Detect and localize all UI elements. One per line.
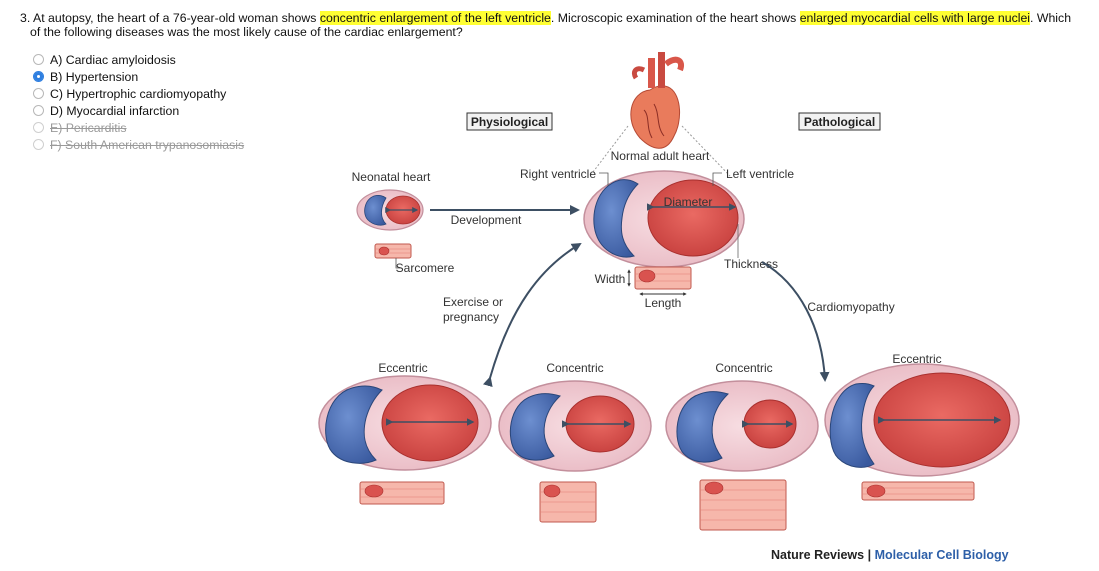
physiological-header: Physiological — [466, 112, 553, 131]
option-label: A) Cardiac amyloidosis — [50, 52, 176, 67]
eccentric-pathological-cell — [861, 481, 975, 501]
option-label: B) Hypertension — [50, 69, 139, 84]
highlighted-phrase: enlarged myocardial cells with large nuc… — [799, 11, 1031, 25]
credit-journal: Nature Reviews — [771, 548, 864, 562]
concentric-pathological-heart — [665, 380, 819, 472]
exercise-label-line1: Exercise or — [443, 295, 503, 309]
credit-section: Molecular Cell Biology — [875, 548, 1009, 562]
option-label: F) South American trypanosomiasis — [50, 137, 245, 152]
radio-button[interactable] — [33, 54, 44, 65]
exercise-label-line2: pregnancy — [443, 310, 499, 324]
radio-button-selected[interactable] — [33, 71, 44, 82]
figure-credit: Nature Reviews | Molecular Cell Biology — [771, 548, 1009, 562]
concentric-right-label: Concentric — [715, 361, 772, 375]
option-label: E) Pericarditis — [50, 120, 127, 135]
normal-adult-heart-section — [583, 170, 745, 268]
physiological-label: Physiological — [471, 115, 548, 129]
radio-button[interactable] — [33, 122, 44, 133]
eccentric-physiological-cell — [359, 481, 445, 505]
question-line-2: of the following diseases was the most l… — [30, 25, 463, 39]
radio-button[interactable] — [33, 88, 44, 99]
neonatal-heart-section — [356, 189, 424, 231]
option-c[interactable]: C) Hypertrophic cardiomyopathy — [33, 85, 244, 102]
credit-separator: | — [864, 548, 874, 562]
option-b[interactable]: B) Hypertension — [33, 68, 244, 85]
question-text: 3. At autopsy, the heart of a 76-year-ol… — [20, 11, 1090, 39]
right-ventricle-label: Right ventricle — [520, 167, 596, 181]
eccentric-physiological-heart — [318, 375, 492, 471]
sarcomere-label: Sarcomere — [396, 261, 455, 275]
neonatal-heart-label: Neonatal heart — [352, 170, 431, 184]
option-label: D) Myocardial infarction — [50, 103, 180, 118]
concentric-left-label: Concentric — [546, 361, 603, 375]
option-label: C) Hypertrophic cardiomyopathy — [50, 86, 227, 101]
option-f[interactable]: F) South American trypanosomiasis — [33, 136, 244, 153]
concentric-physiological-cell — [539, 481, 597, 523]
answer-options: A) Cardiac amyloidosis B) Hypertension C… — [33, 51, 244, 153]
option-d[interactable]: D) Myocardial infarction — [33, 102, 244, 119]
normal-adult-heart-label: Normal adult heart — [611, 149, 710, 163]
radio-button[interactable] — [33, 139, 44, 150]
length-label: Length — [645, 296, 682, 310]
radio-button[interactable] — [33, 105, 44, 116]
question-line-1: 3. At autopsy, the heart of a 76-year-ol… — [20, 11, 1090, 25]
concentric-pathological-cell — [699, 479, 787, 531]
option-a[interactable]: A) Cardiac amyloidosis — [33, 51, 244, 68]
question-part: 3. At autopsy, the heart of a 76-year-ol… — [20, 11, 320, 25]
option-e[interactable]: E) Pericarditis — [33, 119, 244, 136]
heart-illustration-icon — [630, 52, 684, 149]
pathological-label: Pathological — [804, 115, 875, 129]
diameter-label: Diameter — [664, 195, 713, 209]
question-part: . Microscopic examination of the heart s… — [550, 11, 800, 25]
adult-myocyte-cell — [634, 266, 692, 290]
cardiac-hypertrophy-figure: Physiological Pathological Normal adult … — [318, 52, 1020, 562]
left-ventricle-label: Left ventricle — [726, 167, 794, 181]
concentric-physiological-heart — [498, 380, 652, 472]
sarcomere-cell — [374, 243, 412, 259]
thickness-label: Thickness — [724, 257, 778, 271]
eccentric-left-label: Eccentric — [378, 361, 427, 375]
pathological-header: Pathological — [798, 112, 881, 131]
eccentric-pathological-heart — [824, 363, 1020, 477]
highlighted-phrase: concentric enlargement of the left ventr… — [319, 11, 551, 25]
development-label: Development — [451, 213, 522, 227]
eccentric-right-label: Eccentric — [892, 352, 941, 366]
cardiomyopathy-label: Cardiomyopathy — [807, 300, 894, 314]
width-label: Width — [595, 272, 626, 286]
question-part: . Which — [1030, 11, 1072, 25]
